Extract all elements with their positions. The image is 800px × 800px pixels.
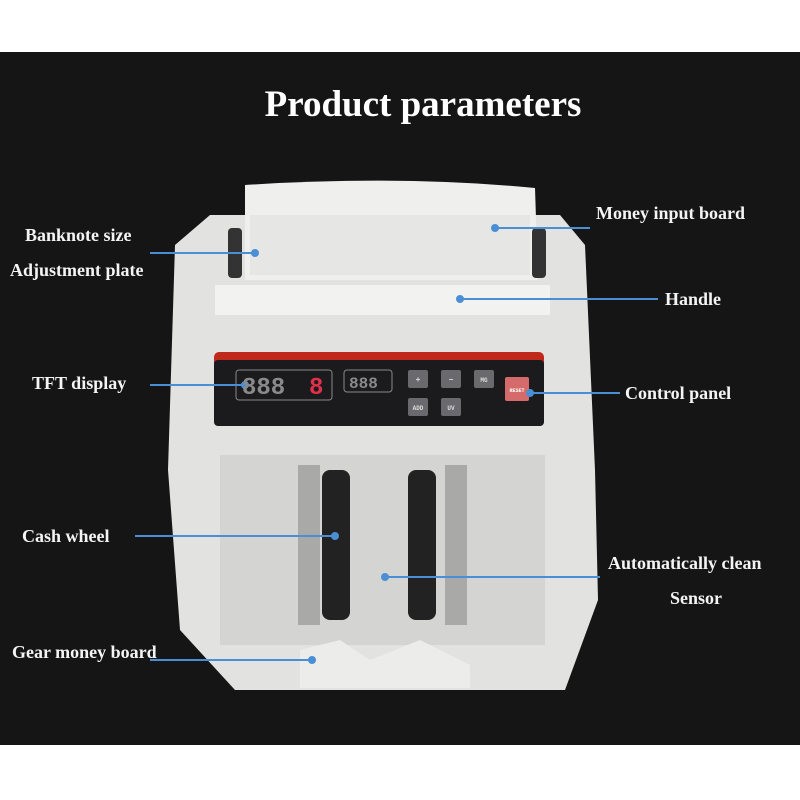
mg-button-label: MG (480, 377, 488, 384)
leader-control-dot (526, 389, 534, 397)
minus-button-label: − (449, 376, 454, 385)
money-input-board-face (250, 215, 530, 275)
cash-wheel-right (408, 470, 436, 620)
side-roller-right (532, 228, 546, 278)
feed-guide-right (445, 465, 467, 625)
cash-wheel-left (322, 470, 350, 620)
leader-tft-dot (241, 381, 249, 389)
leader-cash-wheel-dot (331, 532, 339, 540)
plus-button (408, 370, 428, 388)
gear-money-board (300, 640, 470, 688)
reset-button-label: RESET (509, 388, 524, 394)
label-money-input-board: Money input board (596, 203, 746, 223)
leader-banknote-dot (251, 249, 259, 257)
main-display-digits: 888 (242, 375, 285, 402)
label-banknote-size: Banknote size (25, 225, 132, 245)
main-display-red-digit: 8 (309, 375, 323, 402)
label-adjustment-plate: Adjustment plate (10, 260, 144, 280)
feed-area (220, 455, 545, 645)
feed-guide-left (298, 465, 320, 625)
secondary-display-digits: 888 (349, 375, 378, 393)
label-cash-wheel: Cash wheel (22, 526, 110, 546)
page-title: Product parameters (264, 84, 582, 125)
label-handle: Handle (665, 289, 722, 309)
uv-button-label: UV (447, 405, 455, 412)
leader-input-board-dot (491, 224, 499, 232)
label-gear-money-board: Gear money board (12, 642, 157, 662)
leader-sensor-dot (381, 573, 389, 581)
control-panel-face (214, 360, 544, 426)
plus-button-label: + (416, 376, 421, 385)
leader-gear-dot (308, 656, 316, 664)
label-sensor: Sensor (670, 588, 723, 608)
add-button (408, 398, 428, 416)
minus-button (441, 370, 461, 388)
leader-lines (135, 224, 658, 664)
leader-handle-dot (456, 295, 464, 303)
mg-button (474, 370, 494, 388)
label-tft-display: TFT display (32, 373, 127, 393)
label-control-panel: Control panel (625, 383, 732, 403)
add-button-label: ADD (413, 405, 424, 412)
label-auto-clean: Automatically clean (608, 553, 762, 573)
uv-button (441, 398, 461, 416)
reset-button (505, 377, 529, 401)
secondary-display (343, 369, 393, 393)
